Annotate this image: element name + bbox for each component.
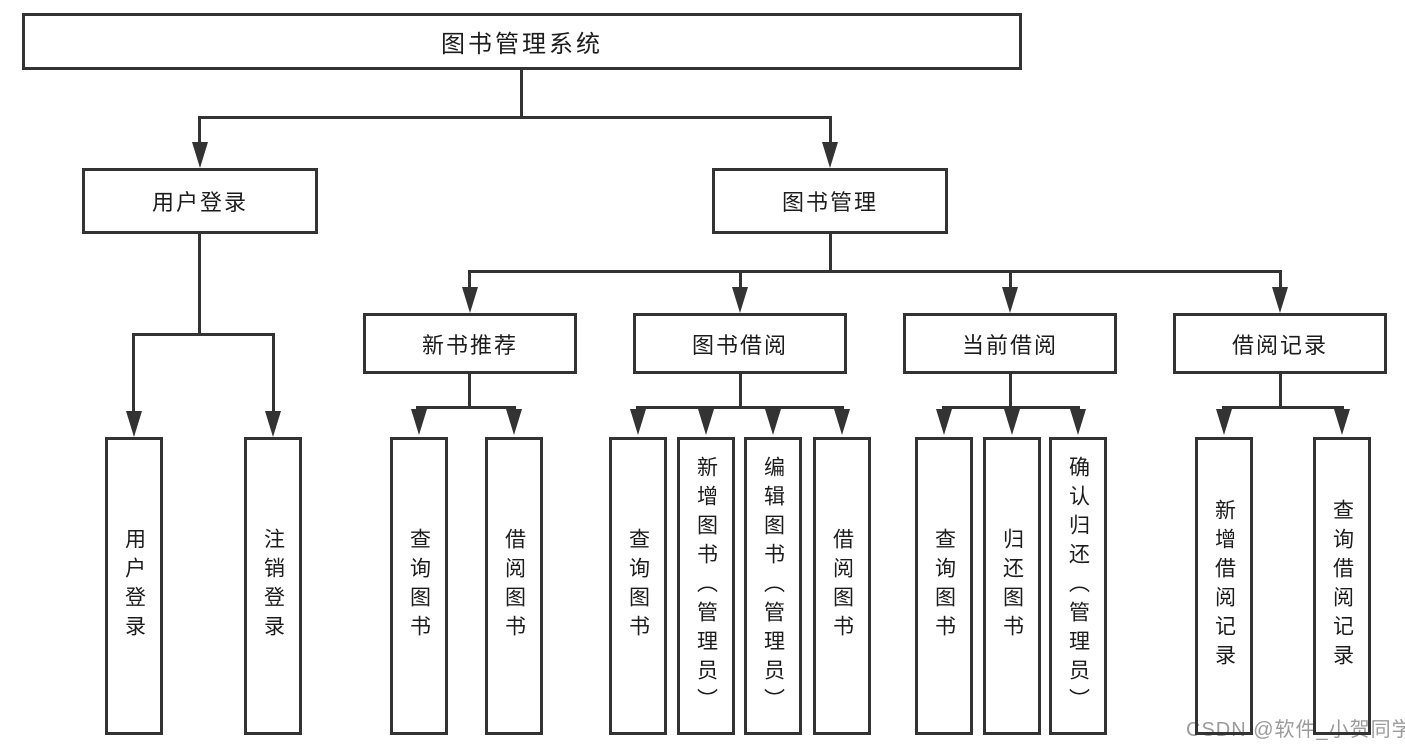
node-new-book-recommend-label: 新书推荐 [421, 332, 518, 358]
arrowhead-bookborrow-leaf-2 [698, 409, 714, 435]
arrowhead-currentborrow-leaf-2 [1004, 409, 1020, 435]
arrowhead-newbooks-leaf-1 [411, 409, 427, 435]
node-book-management-label: 图书管理 [781, 190, 878, 215]
arrowhead-currentborrow-leaf-3 [1070, 409, 1086, 435]
arrowhead-currentborrow-leaf-1 [936, 409, 952, 435]
arrowhead-borrowing-records [1272, 287, 1288, 313]
leaf-query-books-current-label: 查询图书 [932, 528, 956, 644]
leaf-add-borrow-record-label: 新增借阅记录 [1212, 499, 1236, 673]
connector-arm-borrowing-records [1279, 272, 1282, 287]
node-book-management: 图书管理 [712, 168, 948, 234]
arrowhead-leaf-user-login [126, 411, 142, 437]
leaf-borrow-books-borrow: 借阅图书 [813, 437, 871, 735]
connector-currentborrow-split [942, 406, 1080, 409]
leaf-edit-book-admin: 编辑图书（管理员） [744, 437, 802, 735]
leaf-borrow-books-borrow-label: 借阅图书 [830, 528, 854, 644]
node-borrowing-records-label: 借阅记录 [1231, 332, 1328, 358]
node-root: 图书管理系统 [22, 13, 1022, 70]
connector-arm-book-borrowing [739, 272, 742, 287]
leaf-logout-label: 注销登录 [261, 528, 285, 644]
connector-arm-user-login [198, 117, 201, 142]
arrowhead-bookborrow-leaf-3 [765, 409, 781, 435]
node-current-borrowing-label: 当前借阅 [961, 332, 1058, 358]
connector-arm-leaf-user-login [132, 334, 135, 411]
leaf-confirm-return-admin: 确认归还（管理员） [1049, 437, 1107, 735]
connector-userlogin-split [132, 333, 275, 336]
leaf-borrow-books-newbooks: 借阅图书 [485, 437, 543, 735]
leaf-query-books-newbooks-label: 查询图书 [407, 528, 431, 644]
node-root-label: 图书管理系统 [441, 31, 603, 58]
leaf-edit-book-admin-label: 编辑图书（管理员） [761, 455, 785, 717]
leaf-query-books-borrow-label: 查询图书 [626, 528, 650, 644]
leaf-query-books-borrow: 查询图书 [609, 437, 667, 735]
node-current-borrowing: 当前借阅 [903, 313, 1117, 374]
connector-bookmgmt-split [468, 270, 1282, 273]
arrowhead-book-borrowing [732, 287, 748, 313]
connector-arm-current-borrowing [1009, 272, 1012, 287]
leaf-query-borrow-record: 查询借阅记录 [1313, 437, 1371, 735]
arrowhead-book-management [822, 142, 838, 168]
connector-root-split [198, 116, 832, 119]
leaf-query-borrow-record-label: 查询借阅记录 [1330, 499, 1354, 673]
connector-arm-book-management [829, 117, 832, 142]
leaf-confirm-return-admin-label: 确认归还（管理员） [1066, 455, 1090, 717]
connector-bookborrow-split [636, 406, 844, 409]
node-user-login-label: 用户登录 [151, 190, 248, 215]
arrowhead-bookborrow-leaf-4 [834, 409, 850, 435]
arrowhead-records-leaf-1 [1216, 409, 1232, 435]
arrowhead-current-borrowing [1002, 287, 1018, 313]
connector-userlogin-stem [198, 233, 201, 334]
leaf-add-borrow-record: 新增借阅记录 [1195, 437, 1253, 735]
node-borrowing-records: 借阅记录 [1173, 313, 1387, 374]
connector-arm-new-book [468, 272, 471, 287]
node-book-borrowing: 图书借阅 [633, 313, 847, 374]
arrowhead-new-book [462, 287, 478, 313]
leaf-logout: 注销登录 [244, 437, 302, 735]
leaf-query-books-newbooks: 查询图书 [390, 437, 448, 735]
connector-newbooks-stem [468, 373, 471, 407]
watermark: CSDN @软件_小贺同学 [1186, 719, 1405, 741]
connector-currentborrow-stem [1009, 373, 1012, 407]
connector-bookborrow-stem [739, 373, 742, 407]
leaf-add-book-admin: 新增图书（管理员） [677, 437, 735, 735]
node-user-login: 用户登录 [82, 168, 318, 234]
leaf-add-book-admin-label: 新增图书（管理员） [694, 455, 718, 717]
connector-records-split [1222, 406, 1344, 409]
leaf-borrow-books-newbooks-label: 借阅图书 [502, 528, 526, 644]
arrowhead-newbooks-leaf-2 [506, 409, 522, 435]
arrowhead-user-login [192, 142, 208, 168]
connector-records-stem [1279, 373, 1282, 407]
connector-arm-leaf-logout [272, 334, 275, 411]
leaf-return-book: 归还图书 [983, 437, 1041, 735]
node-new-book-recommend: 新书推荐 [363, 313, 577, 374]
connector-root-stem [520, 69, 523, 117]
connector-newbooks-split [416, 406, 516, 409]
connector-bookmgmt-stem [829, 233, 832, 272]
arrowhead-bookborrow-leaf-1 [630, 409, 646, 435]
node-book-borrowing-label: 图书借阅 [691, 332, 788, 358]
leaf-query-books-current: 查询图书 [915, 437, 973, 735]
leaf-user-login: 用户登录 [105, 437, 163, 735]
arrowhead-records-leaf-2 [1334, 409, 1350, 435]
leaf-return-book-label: 归还图书 [1000, 528, 1024, 644]
arrowhead-leaf-logout [265, 411, 281, 437]
leaf-user-login-label: 用户登录 [122, 528, 146, 644]
